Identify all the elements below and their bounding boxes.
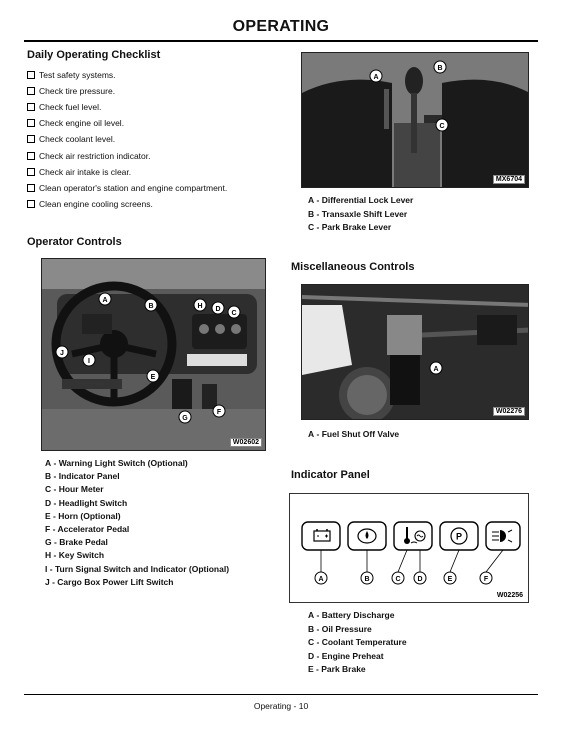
legend-item: I - Turn Signal Switch and Indicator (Op… <box>45 563 230 574</box>
legend-item: E - Horn (Optional) <box>45 510 121 521</box>
legend-item: B - Transaxle Shift Lever <box>308 208 408 219</box>
checklist-item: Check engine oil level. <box>27 115 227 131</box>
legend-item: J - Cargo Box Power Lift Switch <box>45 576 174 587</box>
page-title: OPERATING <box>232 18 330 35</box>
checkbox-icon[interactable] <box>27 71 35 80</box>
checkbox-icon[interactable] <box>27 119 35 128</box>
checklist-item: Test safety systems. <box>27 67 227 83</box>
checklist-item: Check air restriction indicator. <box>27 147 227 163</box>
operator-controls-photo: A B C D E F G H I J W02602 <box>41 258 266 451</box>
svg-text:F: F <box>217 409 222 416</box>
park-brake-icon: P <box>450 527 468 545</box>
footer-divider <box>24 694 538 695</box>
oil-can-icon <box>357 528 377 544</box>
misc-controls-photo: A W02276 <box>301 284 529 420</box>
svg-text:A: A <box>102 297 107 304</box>
checkbox-icon[interactable] <box>27 199 35 208</box>
svg-text:D: D <box>417 576 422 583</box>
legend-item: A - Differential Lock Lever <box>308 195 414 205</box>
lamp-icon <box>492 529 513 543</box>
glow-plug-icon <box>414 530 426 542</box>
legend-item: A - Warning Light Switch (Optional) <box>45 458 188 468</box>
legend-item: B - Oil Pressure <box>308 623 372 634</box>
svg-text:P: P <box>456 532 462 542</box>
checklist-item: Check coolant level. <box>27 131 227 147</box>
legend-item: A - Battery Discharge <box>308 610 395 620</box>
svg-text:D: D <box>215 306 220 313</box>
title-divider <box>24 40 538 42</box>
operator-controls-heading: Operator Controls <box>27 236 122 248</box>
misc-controls-heading: Miscellaneous Controls <box>291 261 415 273</box>
checklist-heading: Daily Operating Checklist <box>27 49 161 61</box>
coolant-thermometer-icon <box>404 527 418 544</box>
battery-icon <box>313 529 331 542</box>
misc-controls-legend: A - Fuel Shut Off Valve <box>308 429 399 443</box>
svg-text:E: E <box>151 374 156 381</box>
svg-text:I: I <box>88 358 90 365</box>
checkbox-icon[interactable] <box>27 135 35 144</box>
indicator-panel-legend: A - Battery Discharge B - Oil Pressure C… <box>308 610 407 678</box>
figure-code: W02256 <box>494 592 525 599</box>
legend-item: G - Brake Pedal <box>45 537 108 548</box>
levers-legend: A - Differential Lock Lever B - Transaxl… <box>308 195 413 236</box>
checkbox-icon[interactable] <box>27 103 35 112</box>
indicator-panel-heading: Indicator Panel <box>291 469 370 481</box>
checkbox-icon[interactable] <box>27 167 35 176</box>
checkbox-icon[interactable] <box>27 151 35 160</box>
checkbox-icon[interactable] <box>27 183 35 192</box>
svg-text:B: B <box>437 65 442 72</box>
figure-code: W02602 <box>229 438 262 447</box>
svg-text:B: B <box>364 576 369 583</box>
legend-item: E - Park Brake <box>308 664 366 675</box>
figure-code: MX6704 <box>492 175 525 184</box>
daily-checklist: Test safety systems. Check tire pressure… <box>27 67 227 212</box>
checklist-item: Check air intake is clear. <box>27 164 227 180</box>
svg-text:C: C <box>395 576 400 583</box>
legend-item: C - Coolant Temperature <box>308 637 407 648</box>
svg-text:A: A <box>373 74 378 81</box>
page-footer: Operating - 10 <box>253 701 309 711</box>
svg-text:J: J <box>60 350 64 357</box>
svg-text:F: F <box>484 576 489 583</box>
legend-item: D - Headlight Switch <box>45 497 128 508</box>
legend-item: C - Hour Meter <box>45 484 104 495</box>
svg-text:H: H <box>197 303 202 310</box>
svg-text:C: C <box>439 123 444 130</box>
legend-item: H - Key Switch <box>45 550 105 561</box>
legend-item: D - Engine Preheat <box>308 650 384 661</box>
svg-text:B: B <box>148 303 153 310</box>
legend-item: B - Indicator Panel <box>45 471 120 482</box>
svg-text:E: E <box>448 576 453 583</box>
checklist-item: Check tire pressure. <box>27 83 227 99</box>
levers-photo: A B C MX6704 <box>301 52 529 188</box>
legend-item: F - Accelerator Pedal <box>45 523 130 534</box>
checklist-item: Clean engine cooling screens. <box>27 196 227 212</box>
figure-code: W02276 <box>492 407 525 416</box>
svg-text:A: A <box>318 576 323 583</box>
legend-item: A - Fuel Shut Off Valve <box>308 429 400 439</box>
operator-controls-legend: A - Warning Light Switch (Optional) B - … <box>45 458 229 590</box>
svg-text:G: G <box>182 415 188 422</box>
svg-text:C: C <box>231 310 236 317</box>
svg-text:A: A <box>433 366 438 373</box>
indicator-panel-figure: P A B C D E F W02256 <box>289 493 529 603</box>
checklist-item: Clean operator's station and engine comp… <box>27 180 227 196</box>
legend-item: C - Park Brake Lever <box>308 222 392 233</box>
checkbox-icon[interactable] <box>27 87 35 96</box>
checklist-item: Check fuel level. <box>27 99 227 115</box>
